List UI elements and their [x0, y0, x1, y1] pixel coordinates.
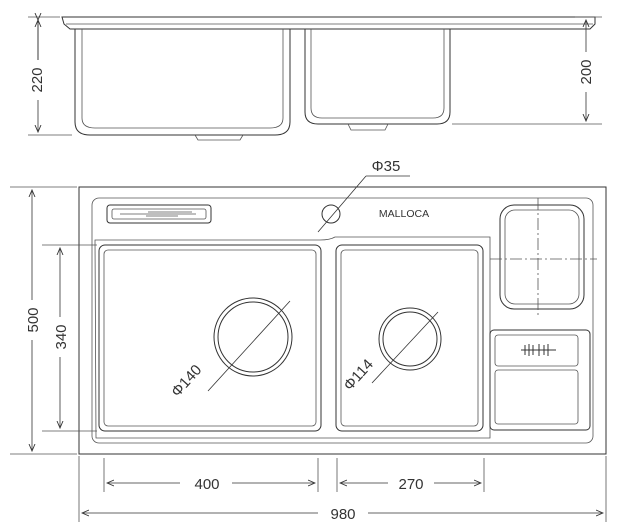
drain-left-leader	[207, 300, 291, 392]
brand-label: MALLOCA	[379, 208, 429, 220]
side-height-right-label: 200	[578, 59, 595, 84]
sink-outer-frame	[78, 186, 607, 455]
width-left-bowl-label: 400	[194, 476, 219, 493]
drain-right-leader	[371, 311, 439, 384]
drain-right	[378, 307, 442, 371]
drain-left	[213, 297, 293, 377]
sink-deck	[91, 197, 594, 444]
right-bowl-side	[304, 29, 451, 125]
accessory-drawer	[489, 329, 591, 431]
right-bowl	[335, 244, 484, 432]
drain-left-label: Φ140	[168, 362, 205, 401]
faucet-hole	[321, 204, 341, 224]
plan-height-total-label: 500	[25, 307, 42, 332]
faucet-leader	[317, 175, 367, 233]
width-total-label: 980	[330, 506, 355, 523]
side-view: 220 200	[28, 16, 602, 141]
control-knob-icon	[521, 344, 556, 356]
drain-right-label: Φ114	[340, 356, 377, 394]
left-bowl	[98, 244, 322, 432]
accessory-slot	[106, 204, 212, 224]
left-bowl-side	[74, 29, 291, 136]
rim-outline	[61, 16, 596, 30]
side-height-left-label: 220	[29, 67, 46, 92]
plan-height-inner-label: 340	[53, 324, 70, 349]
plan-view: Φ35 MALLOCA Φ140 Φ114	[10, 158, 607, 523]
faucet-hole-label: Φ35	[372, 158, 401, 175]
width-right-bowl-label: 270	[398, 476, 423, 493]
strainer-basket	[499, 204, 585, 310]
